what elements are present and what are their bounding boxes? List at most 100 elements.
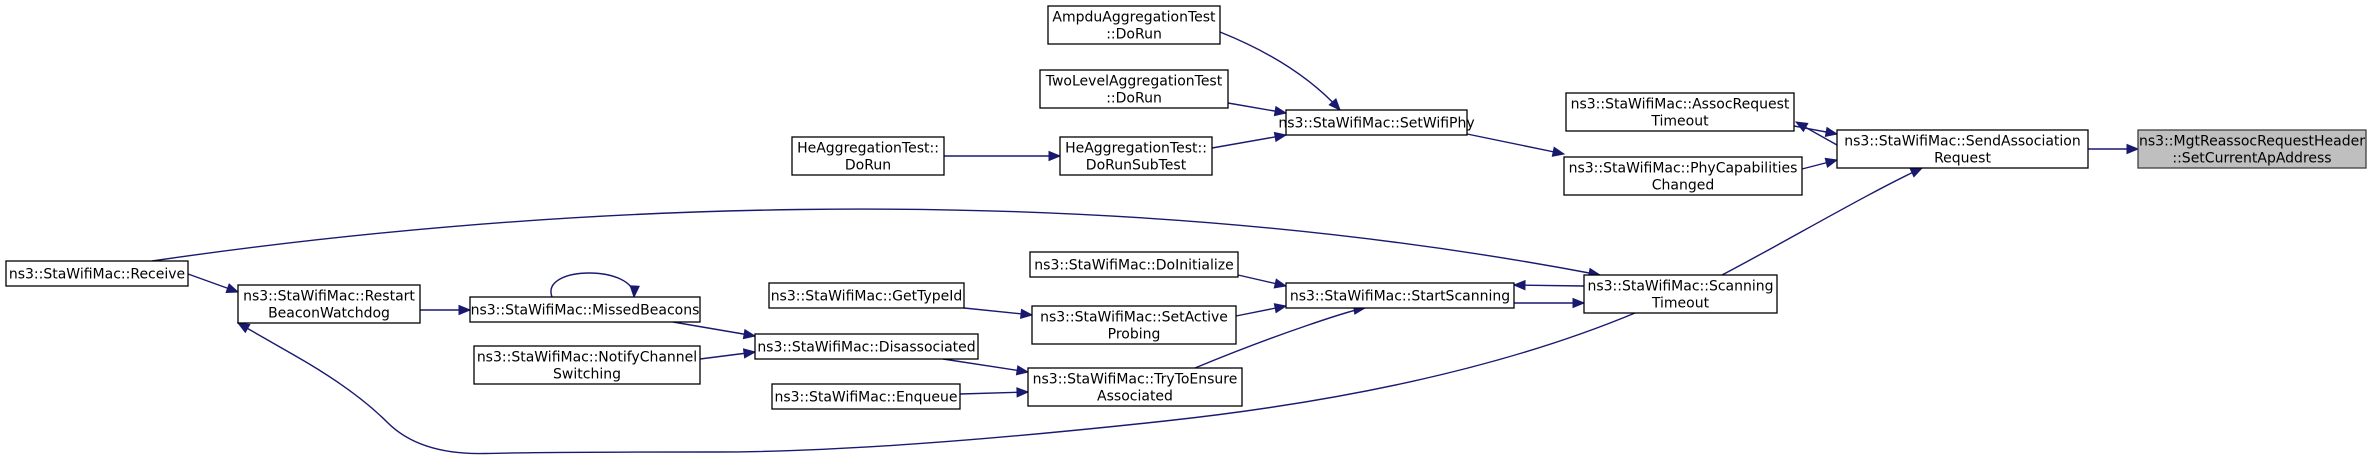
node-box: [1031, 305, 1237, 345]
arrow-head-icon: [1572, 297, 1586, 309]
edge-line: [1211, 134, 1287, 149]
node-box: [469, 296, 701, 323]
edge-missed_beacons-to-missed_beacons: [550, 272, 640, 299]
edge-notify_channel_switching-to-disassociated: [699, 348, 757, 360]
node-label-line: ns3::StaWifiMac::SendAssociation: [1844, 134, 2080, 150]
node-box: [1285, 109, 1468, 136]
node-do-initialize[interactable]: ns3::StaWifiMac::DoInitialize: [1029, 251, 1239, 278]
node-label-line: DoRunSubTest: [1086, 158, 1187, 174]
node-box: [1039, 69, 1229, 109]
node-box: [2137, 129, 2367, 169]
node-get-type-id[interactable]: ns3::StaWifiMac::GetTypeId: [768, 282, 965, 309]
edge-line: [1219, 31, 1341, 111]
edge-line: [1721, 167, 1923, 276]
arrow-head-icon: [1824, 157, 1839, 168]
node-label-line: ns3::StaWifiMac::AssocRequest: [1571, 97, 1790, 113]
node-label-line: ns3::StaWifiMac::TryToEnsure: [1033, 372, 1238, 388]
node-start-scanning[interactable]: ns3::StaWifiMac::StartScanning: [1285, 282, 1515, 309]
node-box: [754, 333, 979, 360]
node-ampdu-aggregation[interactable]: AmpduAggregationTest::DoRun: [1047, 5, 1221, 45]
node-label-line: ::DoRun: [1106, 27, 1162, 43]
edge-receive-to-scanning_timeout: [151, 208, 1602, 278]
node-box: [5, 260, 189, 287]
node-label-line: HeAggregationTest::: [797, 141, 939, 157]
node-box: [473, 345, 701, 385]
node-label-line: Associated: [1097, 389, 1173, 405]
edge-phy_capabilities_changed-to-send_association: [1801, 157, 1839, 170]
node-box: [1027, 367, 1243, 407]
node-label-line: ns3::StaWifiMac::Restart: [243, 289, 415, 305]
node-box: [1565, 92, 1795, 132]
node-receive[interactable]: ns3::StaWifiMac::Receive: [5, 260, 189, 287]
node-two-level-aggregation[interactable]: TwoLevelAggregationTest::DoRun: [1039, 69, 1229, 109]
edge-send_association-to-assoc_request_timeout: [1794, 121, 1838, 146]
node-box: [1563, 156, 1803, 196]
arrow-head-icon: [1273, 105, 1288, 117]
edge-line: [942, 358, 1029, 373]
arrow-head-icon: [1824, 126, 1839, 138]
node-label-line: ns3::MgtReassocRequestHeader: [2139, 134, 2365, 150]
edge-get_type_id-to-set_active_probing: [963, 307, 1034, 320]
node-box: [768, 282, 965, 309]
node-disassociated[interactable]: ns3::StaWifiMac::Disassociated: [754, 333, 979, 360]
arrow-head-icon: [742, 328, 757, 340]
arrow-head-icon: [1048, 150, 1062, 162]
arrow-head-icon: [1794, 121, 1809, 133]
edge-layer: [151, 31, 2140, 455]
node-label-line: ns3::StaWifiMac::Enqueue: [774, 390, 957, 406]
arrow-head-icon: [1273, 131, 1288, 143]
edge-scanning_timeout-to-send_association: [1721, 167, 1924, 276]
arrow-head-icon: [1020, 308, 1034, 320]
arrow-head-icon: [1016, 387, 1030, 398]
node-he-aggregation-dorun[interactable]: HeAggregationTest::DoRun: [791, 136, 945, 176]
node-enqueue[interactable]: ns3::StaWifiMac::Enqueue: [771, 383, 961, 410]
arrow-head-icon: [236, 322, 251, 334]
node-box: [1583, 274, 1778, 314]
edge-scanning_timeout-to-start_scanning: [1514, 297, 1586, 309]
node-label-line: Request: [1934, 151, 1991, 167]
arrow-head-icon: [1273, 278, 1288, 289]
edge-restart_beacon_watchdog-to-missed_beacons: [420, 304, 472, 316]
arrow-head-icon: [629, 285, 640, 299]
edge-missed_beacons-to-disassociated: [672, 321, 757, 340]
node-label-line: ns3::StaWifiMac::SetWifiPhy: [1278, 116, 1474, 132]
node-box: [1029, 251, 1239, 278]
edge-two_level_aggregation-to-set_wifi_phy: [1227, 102, 1288, 117]
arrow-head-icon: [1273, 303, 1288, 314]
node-set-wifi-phy[interactable]: ns3::StaWifiMac::SetWifiPhy: [1278, 109, 1475, 136]
node-label-line: BeaconWatchdog: [268, 306, 390, 322]
node-label-line: ::DoRun: [1106, 91, 1162, 107]
node-box: [791, 136, 945, 176]
arrow-head-icon: [1551, 146, 1566, 157]
node-label-line: ns3::StaWifiMac::MissedBeacons: [471, 303, 700, 319]
edge-he_aggregation_subtest-to-set_wifi_phy: [1211, 131, 1288, 149]
edge-line: [1513, 284, 1585, 287]
arrow-head-icon: [1328, 97, 1341, 111]
node-label-line: ns3::StaWifiMac::GetTypeId: [771, 289, 963, 305]
node-label-line: ns3::StaWifiMac::Receive: [9, 267, 185, 283]
edge-line: [1466, 133, 1565, 155]
node-box: [237, 284, 421, 324]
edge-do_initialize-to-start_scanning: [1237, 274, 1288, 289]
edge-line: [672, 321, 756, 337]
node-label-line: Probing: [1108, 327, 1161, 343]
node-set-current-ap[interactable]: ns3::MgtReassocRequestHeader::SetCurrent…: [2137, 129, 2367, 169]
edge-line: [550, 272, 635, 298]
node-missed-beacons[interactable]: ns3::StaWifiMac::MissedBeacons: [469, 296, 701, 323]
node-label-line: HeAggregationTest::: [1065, 141, 1207, 157]
node-label-line: ns3::StaWifiMac::Disassociated: [757, 340, 975, 356]
node-label-line: ns3::StaWifiMac::StartScanning: [1290, 289, 1510, 305]
node-he-aggregation-subtest[interactable]: HeAggregationTest::DoRunSubTest: [1059, 136, 1213, 176]
edge-start_scanning-to-scanning_timeout: [1512, 279, 1585, 291]
node-label-line: Timeout: [1651, 296, 1710, 312]
node-label-line: AmpduAggregationTest: [1052, 10, 1216, 26]
